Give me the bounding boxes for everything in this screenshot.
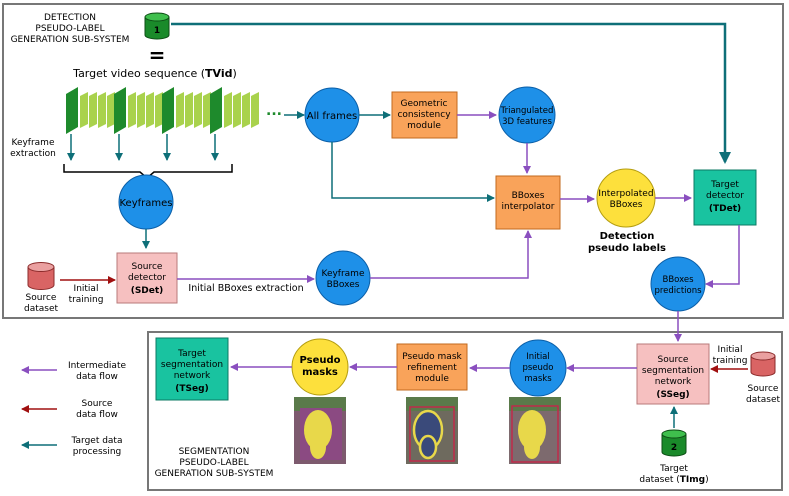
target-detector-abbr: (TDet) xyxy=(709,204,741,214)
bboxes-interpolator-line2: interpolator xyxy=(502,202,555,212)
triangulated-line2: 3D features xyxy=(502,117,552,127)
frame-group-3 xyxy=(162,87,211,134)
detection-title-line3: GENERATION SUB-SYSTEM xyxy=(11,35,130,45)
initial-masks-line1: Initial xyxy=(526,352,550,362)
target-detector-node xyxy=(693,169,757,226)
target-seg-line1: Target xyxy=(177,349,206,359)
interpolated-bboxes-line1: Interpolated xyxy=(598,189,653,199)
legend-intermediate-line2: data flow xyxy=(76,372,118,382)
target-dataset-line2: dataset (TImg) xyxy=(639,475,708,485)
pseudo-masks-line2: masks xyxy=(302,367,338,378)
interpolated-bboxes-line2: BBoxes xyxy=(610,200,643,210)
refinement-line1: Pseudo mask xyxy=(402,352,462,362)
source-seg-line3: network xyxy=(655,377,692,387)
geometric-line1: Geometric xyxy=(401,99,448,109)
legend-target-line1: Target data xyxy=(71,436,123,446)
segmentation-title-line1: SEGMENTATION xyxy=(179,447,250,457)
legend-intermediate-line1: Intermediate xyxy=(68,361,127,371)
target-video-database-icon: 1 xyxy=(144,12,170,40)
source-detector-line2: detector xyxy=(128,273,166,283)
triangulated-line1: Triangulated xyxy=(500,106,554,116)
pseudo-mask-refinement-node xyxy=(396,343,468,391)
source-seg-line1: Source xyxy=(658,355,689,365)
target-dataset-database-icon: 2 xyxy=(661,429,687,457)
source-dataset-top-line1: Source xyxy=(26,293,57,303)
source-dataset-bottom-line2: dataset xyxy=(746,395,780,405)
detection-pseudo-labels-line2: pseudo labels xyxy=(588,243,666,254)
refinement-line3: module xyxy=(415,374,449,384)
source-detector-node xyxy=(116,252,178,304)
initial-training-bottom-line1: Initial xyxy=(718,345,743,355)
refinement-grape-image xyxy=(406,397,458,464)
legend-source-line2: data flow xyxy=(76,410,118,420)
initial-masks-line3: masks xyxy=(524,374,552,384)
video-frames-strip xyxy=(66,87,259,134)
source-detector-line1: Source xyxy=(132,262,163,272)
target-video-label: Target video sequence (TVid) xyxy=(72,67,237,80)
frames-ellipsis: ... xyxy=(266,103,282,119)
bboxes-predictions-line1: BBoxes xyxy=(662,275,694,285)
target-detector-to-predictions-arrow xyxy=(705,225,740,288)
initial-bboxes-extraction-label: Initial BBoxes extraction xyxy=(188,283,303,294)
keyframe-bboxes-line1: Keyframe xyxy=(321,269,364,279)
keyframe-extraction-line2: extraction xyxy=(10,149,56,159)
geometric-line2: consistency xyxy=(397,110,451,120)
target-seg-line2: segmentation xyxy=(161,360,223,370)
initial-masks-line2: pseudo xyxy=(522,363,553,373)
refinement-line2: refinement xyxy=(407,363,457,373)
all-frames-to-interpolator-arrow xyxy=(331,142,495,202)
keyframe-extraction-line1: Keyframe xyxy=(11,138,54,148)
initial-training-top-line2: training xyxy=(69,295,104,305)
detection-pseudo-labels-line1: Detection xyxy=(600,231,655,242)
source-dataset-top-line2: dataset xyxy=(24,304,58,314)
initial-training-bottom-line2: training xyxy=(713,356,748,366)
frame-group-1 xyxy=(66,87,115,134)
target-segmentation-node xyxy=(155,337,229,401)
keyframe-bboxes-to-interpolator-arrow xyxy=(370,230,532,279)
source-dataset-top-icon xyxy=(27,262,55,290)
source-seg-line2: segmentation xyxy=(642,366,704,376)
source-seg-abbr: (SSeg) xyxy=(656,390,689,400)
geometric-consistency-node xyxy=(391,91,458,139)
segmentation-title-line3: GENERATION SUB-SYSTEM xyxy=(155,469,274,479)
geometric-line3: module xyxy=(407,121,441,131)
initial-masks-grape-image xyxy=(509,397,561,464)
target-seg-abbr: (TSeg) xyxy=(175,384,208,394)
source-segmentation-node xyxy=(636,343,710,405)
detection-title-line1: DETECTION xyxy=(44,13,96,23)
source-detector-abbr: (SDet) xyxy=(131,286,164,296)
legend-source-line1: Source xyxy=(82,399,113,409)
bboxes-interpolator-node xyxy=(495,175,561,230)
keyframes-label: Keyframes xyxy=(120,198,173,209)
video-db-to-target-detector-arrow xyxy=(171,22,731,164)
target-detector-line1: Target xyxy=(710,180,739,190)
frame-group-2 xyxy=(114,87,163,134)
database-1-number: 1 xyxy=(154,26,160,36)
segmentation-subsystem-frame xyxy=(147,331,783,491)
legend: Intermediate data flow Source data flow … xyxy=(21,361,127,457)
detection-title-line2: PSEUDO-LABEL xyxy=(35,24,104,34)
target-seg-line3: network xyxy=(174,371,211,381)
bboxes-predictions-line2: predictions xyxy=(654,286,702,296)
database-2-number: 2 xyxy=(671,443,677,453)
bboxes-interpolator-line1: BBoxes xyxy=(512,191,545,201)
keyframe-bboxes-line2: BBoxes xyxy=(327,280,360,290)
initial-training-top-line1: Initial xyxy=(74,284,99,294)
frame-group-4 xyxy=(210,87,259,134)
legend-target-line2: processing xyxy=(73,447,122,457)
all-frames-label: All frames xyxy=(307,111,357,122)
source-dataset-bottom-icon xyxy=(750,351,776,377)
segmentation-title-line2: PSEUDO-LABEL xyxy=(179,458,248,468)
detection-subsystem-frame xyxy=(2,3,784,319)
target-detector-line2: detector xyxy=(706,191,744,201)
pseudo-masks-line1: Pseudo xyxy=(299,355,340,366)
target-dataset-line1: Target xyxy=(659,464,688,474)
pseudo-masks-grape-image xyxy=(294,397,346,464)
source-dataset-bottom-line1: Source xyxy=(748,384,779,394)
equals-sign: = xyxy=(149,43,166,67)
